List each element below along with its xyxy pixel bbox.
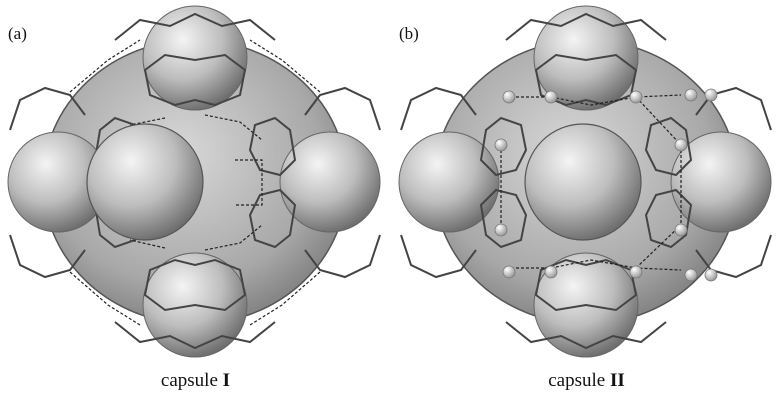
panel-label-b: (b) bbox=[399, 24, 419, 43]
capsule-I-central-sphere bbox=[86, 123, 204, 241]
caption-capsule-II: capsule II bbox=[391, 370, 782, 392]
capsule-II-structure bbox=[398, 5, 772, 358]
caption-numeral: I bbox=[222, 370, 231, 391]
capsule-II-hbonds bbox=[500, 94, 682, 271]
panel-label-a: (a) bbox=[8, 24, 27, 43]
capsule-II-metal-atoms bbox=[494, 88, 718, 282]
caption-capsule-I: capsule I bbox=[0, 370, 391, 392]
panel-capsule-II: (b) bbox=[391, 0, 782, 410]
panel-capsule-I: (a) bbox=[0, 5, 391, 392]
caption-text: capsule bbox=[548, 370, 610, 391]
capsule-I-hbonds bbox=[69, 39, 321, 326]
capsule-I-structure bbox=[7, 5, 381, 358]
caption-text: capsule bbox=[160, 370, 223, 391]
capsule-II-central-sphere bbox=[524, 123, 642, 241]
caption-numeral: II bbox=[609, 370, 625, 391]
capsule-I-outer-spheres bbox=[7, 5, 381, 358]
